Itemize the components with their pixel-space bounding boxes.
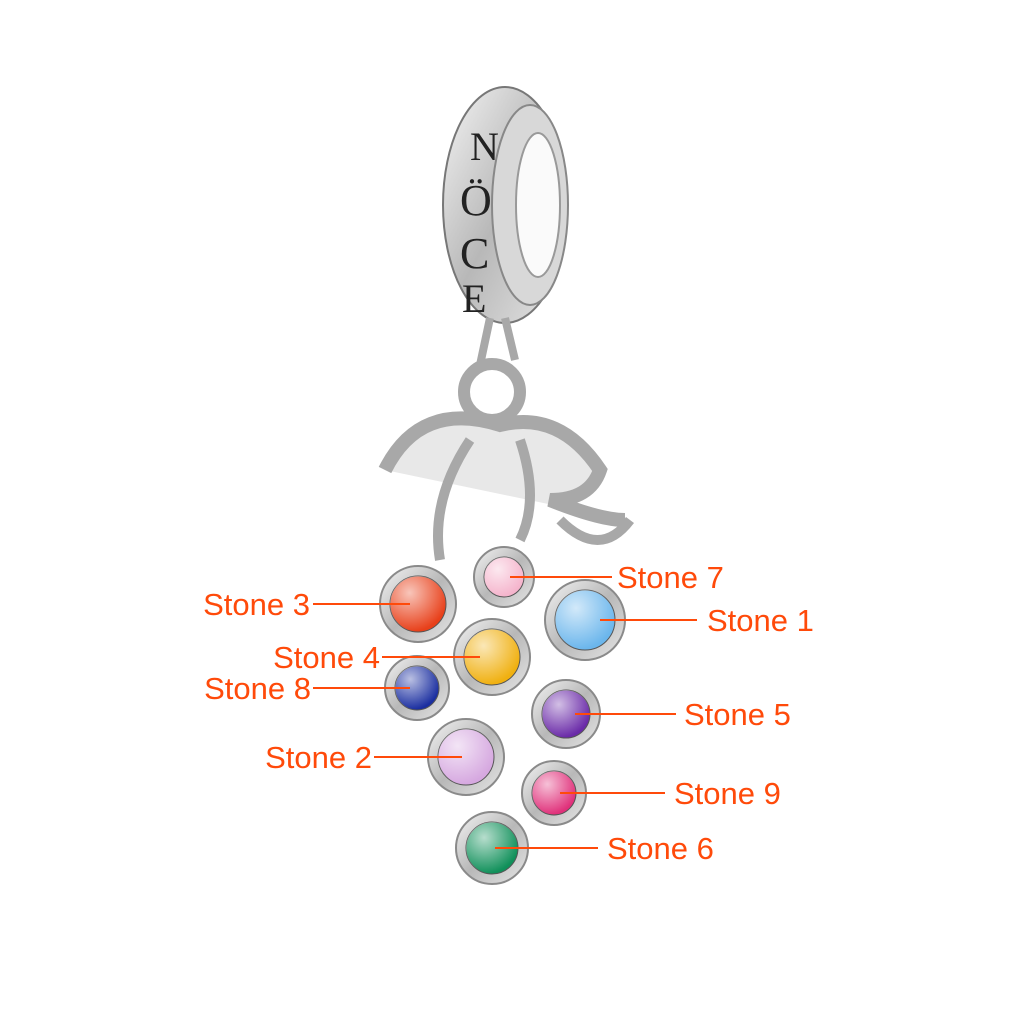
stone-9 [521,760,587,826]
stones-group [379,546,626,885]
stone-6-label: Stone 6 [607,831,714,866]
stone-4-gem-shine [464,629,520,685]
stone-5-gem-shine [542,690,590,738]
stone-2 [427,718,505,796]
stone-6-gem-shine [466,822,518,874]
bail-and-leaf [378,317,634,561]
stone-1-label: Stone 1 [707,603,814,638]
svg-text:E: E [462,276,486,321]
stone-4-label: Stone 4 [273,640,380,675]
stone-2-label: Stone 2 [265,740,372,775]
stone-2-gem-shine [438,729,494,785]
svg-text:C: C [460,229,489,278]
stone-1-gem-shine [555,590,615,650]
stone-3-gem-shine [390,576,446,632]
stone-7-label: Stone 7 [617,560,724,595]
bead: N Ö C E [442,86,569,324]
stone-6 [455,811,529,885]
stone-7-gem-shine [484,557,524,597]
stone-9-label: Stone 9 [674,776,781,811]
stone-9-gem-shine [532,771,576,815]
stone-4 [453,618,531,696]
stone-3 [379,565,457,643]
bead-engraving: N [470,124,499,169]
svg-text:Ö: Ö [460,176,492,225]
stone-3-label: Stone 3 [203,587,310,622]
stone-5-label: Stone 5 [684,697,791,732]
stone-8-label: Stone 8 [204,671,311,706]
stone-8-gem-shine [395,666,439,710]
stone-8 [384,655,450,721]
labels-group: Stone 1 Stone 2 Stone 3 Stone 4 Stone 5 Stone… [203,560,814,866]
stone-7 [473,546,535,608]
